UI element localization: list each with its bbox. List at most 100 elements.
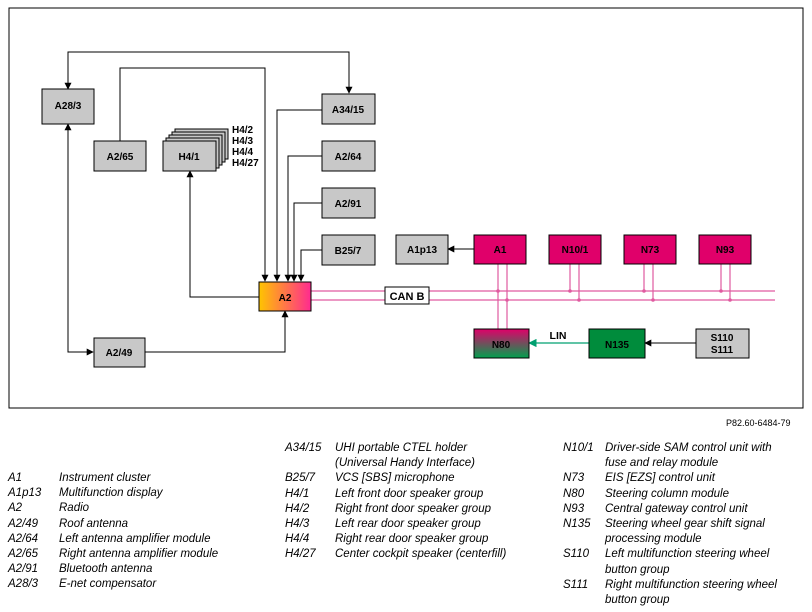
component-n135-label: N135 (605, 340, 629, 351)
legend-code: A34/15 (285, 442, 322, 454)
legend-item: A2/64 Left antenna amplifier module (8, 532, 278, 547)
legend-desc: Steering column module (605, 487, 730, 500)
legend-desc: Left antenna amplifier module (59, 532, 211, 545)
legend-code: N135 (563, 518, 591, 531)
legend-code-blank (563, 532, 605, 547)
legend-desc: Right front door speaker group (335, 502, 491, 515)
legend-item: N10/1 Driver-side SAM control unit with (563, 441, 803, 456)
component-a1-label: A1 (494, 245, 507, 256)
component-a2-91-box (321, 187, 376, 219)
legend-item: H4/3 Left rear door speaker group (285, 517, 560, 532)
legend-item: H4/4 Right rear door speaker group (285, 532, 560, 547)
legend-code-blank (563, 456, 605, 471)
legend-code: A2 (8, 502, 23, 515)
legend-desc: Roof antenna (59, 517, 129, 530)
component-a2-49-label: A2/49 (106, 348, 133, 359)
legend-item-continuation: fuse and relay module (563, 456, 803, 471)
component-n73-label: N73 (641, 245, 660, 256)
component-n10-1-label: N10/1 (562, 245, 589, 256)
component-n93-box (698, 234, 752, 265)
legend-code: A2/64 (8, 532, 39, 545)
component-a1p13-label: A1p13 (407, 245, 437, 256)
legend-item: N135 Steering wheel gear shift signal (563, 517, 803, 532)
legend-desc: Left multifunction steering wheel (605, 548, 770, 561)
legend-desc: E-net compensator (59, 578, 157, 591)
speaker-label-h4-3: H4/3 (232, 136, 254, 147)
legend-desc: VCS [SBS] microphone (335, 472, 455, 485)
component-a34-15-label: A34/15 (332, 105, 365, 116)
component-h4-1-box (162, 140, 217, 172)
component-s111-label: S111 (711, 345, 734, 356)
legend-desc: button group (605, 594, 670, 607)
component-n80-label: N80 (492, 340, 511, 351)
component-a28-3-label: A28/3 (55, 101, 82, 112)
legend-desc: Right rear door speaker group (335, 533, 489, 546)
component-n10-1-box (548, 234, 602, 265)
legend-code: A1 (8, 472, 23, 484)
legend-code: N10/1 (563, 442, 594, 454)
component-s110-label: S110 (711, 333, 734, 344)
legend-desc: Driver-side SAM control unit with (605, 442, 772, 454)
component-a2-65-box (93, 140, 147, 172)
line-b25-to-a2 (297, 249, 322, 282)
legend-code: H4/3 (285, 518, 310, 531)
legend-desc: Center cockpit speaker (centerfill) (335, 548, 507, 561)
legend-code: A2/91 (8, 563, 39, 576)
legend-item: H4/2 Right front door speaker group (285, 502, 560, 517)
legend-desc: UHI portable CTEL holder (335, 442, 468, 454)
component-a1p13-box (395, 234, 449, 265)
legend-item-continuation: button group (563, 563, 803, 578)
legend-desc: (Universal Handy Interface) (335, 457, 475, 470)
legend-item: A34/15 UHI portable CTEL holder (285, 441, 560, 456)
component-a28-3-box (41, 88, 95, 125)
lin-bus-label: LIN (550, 330, 567, 342)
speaker-label-h4-2: H4/2 (232, 125, 254, 136)
component-a2-65-label: A2/65 (107, 152, 134, 163)
legend-code: H4/4 (285, 533, 310, 546)
legend-item-continuation: button group (563, 593, 803, 608)
component-a2-64-label: A2/64 (335, 152, 362, 163)
legend-code: A2/49 (8, 517, 39, 530)
line-a2-65-to-a2 (119, 67, 269, 282)
legend-code: N93 (563, 502, 585, 515)
figure-id: P82.60-6484-79 (726, 418, 791, 428)
component-a2-64-box (321, 140, 376, 172)
component-b25-7-label: B25/7 (335, 246, 362, 257)
component-s110-s111-box (695, 328, 750, 359)
legend-desc: fuse and relay module (605, 457, 719, 470)
can-bus-label: CAN B (390, 291, 425, 303)
legend-code: N73 (563, 472, 585, 485)
component-a34-15-box (321, 93, 376, 125)
legend-desc: Left front door speaker group (335, 487, 484, 500)
component-n135-box (588, 328, 646, 359)
speaker-stack (162, 128, 229, 172)
legend-code-blank (563, 563, 605, 578)
component-a2-box (258, 281, 312, 312)
component-n73-box (623, 234, 677, 265)
legend-item-continuation: processing module (563, 532, 803, 547)
legend-item: N93 Central gateway control unit (563, 502, 803, 517)
can-bus-label-box (384, 286, 430, 305)
legend-desc: Steering wheel gear shift signal (605, 518, 765, 531)
legend-item: A2/49 Roof antenna (8, 517, 278, 532)
component-h4-1-label: H4/1 (178, 152, 200, 163)
legend-desc: Left rear door speaker group (335, 518, 481, 531)
legend-code: B25/7 (285, 472, 316, 485)
speaker-label-h4-4: H4/4 (232, 147, 254, 158)
component-a2-91-label: A2/91 (335, 199, 362, 210)
line-a2-91-to-a2 (290, 202, 322, 282)
component-b25-7-box (321, 234, 376, 266)
legend-code: H4/2 (285, 502, 310, 515)
legend-desc: Central gateway control unit (605, 502, 748, 515)
line-a28-a2-49 (64, 123, 94, 356)
component-a2-49-box (93, 337, 146, 368)
